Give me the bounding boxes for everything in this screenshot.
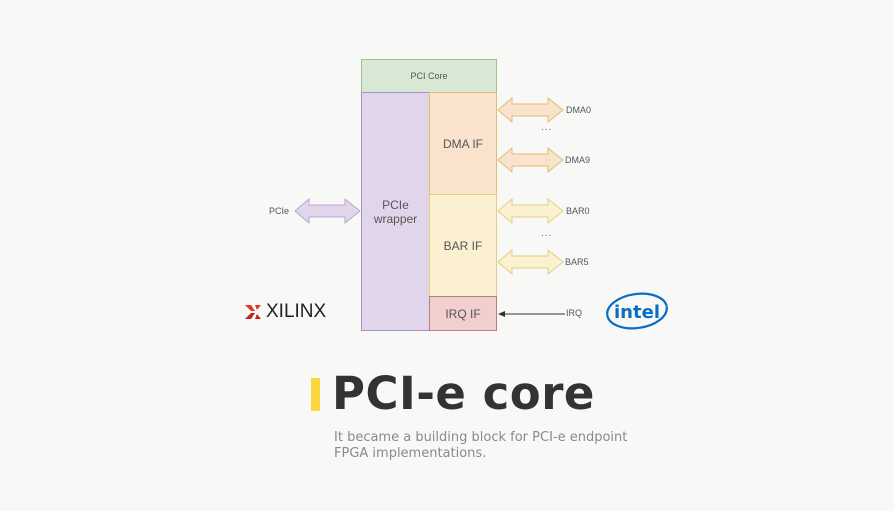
dma0-double-arrow bbox=[497, 96, 564, 124]
slide-title: PCI-e core bbox=[332, 367, 595, 420]
pci-core-block: PCI Core bbox=[361, 59, 497, 93]
pcie-double-arrow bbox=[294, 197, 361, 225]
bar0-double-arrow bbox=[497, 197, 564, 225]
bar0-port-label: BAR0 bbox=[566, 206, 590, 216]
bar-ellipsis: ... bbox=[541, 228, 553, 239]
xilinx-logo: XILINX bbox=[244, 301, 326, 323]
dma-ellipsis: ... bbox=[541, 122, 553, 133]
bar5-port-label: BAR5 bbox=[565, 257, 589, 267]
pcie-port-label: PCIe bbox=[269, 206, 290, 216]
intel-logo: intel bbox=[604, 289, 670, 338]
irq-arrowhead bbox=[498, 311, 505, 317]
pcie-wrapper-block: PCIe wrapper bbox=[361, 92, 430, 331]
xilinx-mark-icon bbox=[245, 305, 261, 319]
dma9-double-arrow bbox=[497, 146, 564, 174]
intel-wordmark: intel bbox=[614, 302, 660, 323]
dma0-port-label: DMA0 bbox=[566, 105, 592, 115]
bar5-double-arrow bbox=[497, 248, 564, 276]
dma9-port-label: DMA9 bbox=[565, 155, 591, 165]
bar-if-block: BAR IF bbox=[429, 194, 497, 297]
intel-swoosh-icon: intel bbox=[606, 292, 668, 330]
irq-if-block: IRQ IF bbox=[429, 296, 497, 331]
dma-if-block: DMA IF bbox=[429, 92, 497, 195]
title-accent-bar bbox=[311, 378, 320, 411]
slide-subtitle: It became a building block for PCI-e end… bbox=[334, 430, 628, 461]
irq-port-label: IRQ bbox=[566, 308, 583, 318]
xilinx-wordmark: XILINX bbox=[266, 301, 327, 322]
